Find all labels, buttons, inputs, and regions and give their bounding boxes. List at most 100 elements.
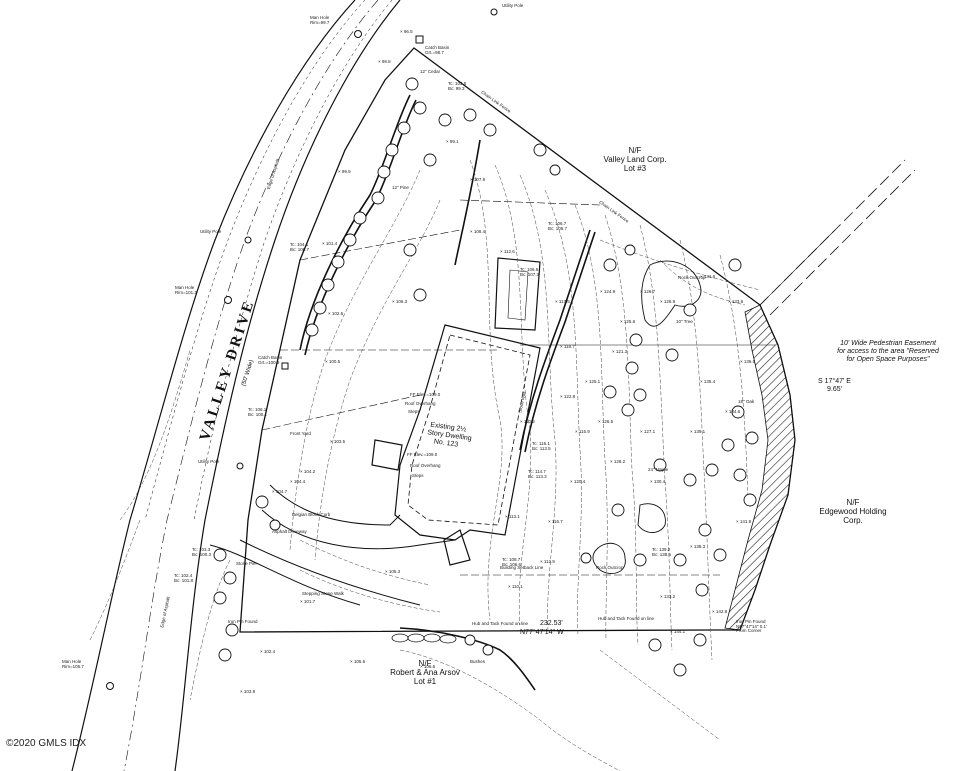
spot-grade: × 104.7 (272, 489, 288, 494)
east-bearing-text: S 17°47' E (818, 378, 851, 385)
spot-grade: × 130.4 (650, 479, 666, 484)
spot-grade: × 99.9 (338, 169, 351, 174)
spot-grade: × 99.1 (446, 139, 459, 144)
south-distance: 232.53' (540, 620, 563, 627)
trees (213, 77, 759, 677)
neighbor-north: N/F Valley Land Corp. Lot #3 (590, 146, 680, 174)
utility-markers (106, 8, 498, 690)
easement-note: 10' Wide Pedestrian Easement for access … (828, 340, 948, 364)
man-hole-1-rim: Rim=99.7 (310, 19, 330, 25)
asphalt-driveway-label: Asphalt Driveway (272, 529, 307, 534)
bushes-label: Bushes (470, 659, 486, 664)
spot-grade: × 124.9 (600, 289, 616, 294)
roof-overhang-1-label: Roof Overhang (405, 401, 436, 406)
stone-walls (299, 94, 596, 691)
spot-grade: × 100.5 (325, 359, 341, 364)
utility-pole-3-label: Utility Pole (198, 459, 220, 464)
elev-4-tc: Tc: 106.6 (520, 267, 539, 272)
steps-2-label: Steps (412, 473, 424, 478)
rock-outcrop-2-label: Rock Outcrop (596, 565, 624, 570)
east-distance-text: 9.65' (826, 386, 842, 394)
man-hole-2-text: Man Hole (175, 285, 195, 290)
spot-grade: × 104.2 (300, 469, 316, 474)
elev-3-bc: Bc: 100.1 (248, 411, 268, 417)
road-edges (71, 0, 401, 771)
spot-grade: × 128.2 (610, 459, 626, 464)
spot-grade: × 96.5 (400, 29, 413, 34)
spot-grade: × 116.7 (548, 519, 563, 524)
spot-grade: × 139.1 (690, 429, 706, 434)
stepping-stone-walk-label: Stepping Stone Walk (302, 591, 344, 596)
elev-7-tc: Tc: 108.7 (502, 557, 521, 562)
contours (89, 159, 761, 771)
elev-8-bc: Bc: 138.5 (652, 551, 672, 557)
spot-grade: × 104.4 (290, 479, 306, 484)
neighbor-east-line1: N/F (846, 498, 860, 507)
spot-grade: × 108.4 (470, 229, 486, 234)
spot-grade: × 122.8 (560, 394, 576, 399)
neighbor-north-line3: Lot #3 (623, 164, 647, 174)
spot-grade: × 112.9 (540, 559, 555, 564)
elev-2-bc: Bc: 100.7 (290, 246, 310, 252)
spot-grade: × 126.7 (640, 289, 656, 294)
catch-basin-1-text: Catch Basin (425, 45, 450, 50)
elev-5-tc: Tc: 116.1 (532, 441, 550, 446)
spot-grade: × 103.5 (330, 439, 346, 444)
neighbor-south-line3: Lot #1 (413, 677, 437, 687)
hub-and-tack-2-label: Hub and Tack Found on line (598, 616, 654, 621)
catch-basin-1-grt: Grt.=98.7 (425, 49, 444, 55)
easement-line3: for Open Space Purposes" (846, 356, 930, 364)
man-hole-2-rim: Rim=101.2 (175, 289, 197, 295)
utility-pole-2-label: Utility Pole (200, 229, 222, 234)
neighbor-north-line1: N/F (628, 146, 642, 155)
ff-elev-1-label: FF Elev.=109.0 (410, 392, 441, 397)
hub-and-tack-label: Hub and Tack Found on line (472, 621, 528, 626)
spot-grade: × 112.6 (500, 249, 515, 254)
property-boundary (239, 47, 796, 633)
open-space-hatch (724, 304, 796, 631)
rock-outcrops (592, 260, 702, 574)
easement-line2: for access to the area "Reserved (837, 348, 939, 356)
tree-label-maple: 24" Maple (648, 467, 669, 472)
spot-grade: × 103.8 (240, 689, 256, 694)
elev-11-tc: Tc: 103.3 (192, 547, 211, 552)
catch-basin-2-text: Catch Basin (258, 355, 283, 360)
man-hole-3-rim: Rim=105.7 (62, 663, 84, 669)
spot-grade: × 138.3 (690, 544, 706, 549)
easement-line1: 10' Wide Pedestrian Easement (840, 340, 936, 347)
catch-basin-2-grt: Grt.=100.9 (258, 359, 280, 365)
elev-9-bc: Bc: 101.8 (174, 577, 194, 583)
tree-label-cedar: 12" Cedar (420, 69, 441, 74)
elev-1-bc: Bc: 99.3 (448, 85, 465, 91)
elev-2-tc: Tc: 104.1 (290, 242, 309, 247)
stone-pier-label: Stone Pier (236, 561, 258, 566)
elev-4-bc: Bc: 107.3 (520, 271, 540, 277)
road-west-edge (71, 0, 356, 771)
elev-10-bc: Bc: 105.7 (548, 225, 568, 231)
spot-grade: × 115.9 (575, 429, 590, 434)
front-yard-label: Front Yard (290, 431, 311, 436)
roof-overhang-2-label: Roof Overhang (410, 463, 441, 468)
elev-6-bc: Bc: 113.3 (528, 473, 547, 479)
spot-grade: × 142.8 (712, 609, 728, 614)
spot-grade: × 126.9 (660, 299, 676, 304)
steps-1-label: Steps (408, 409, 420, 414)
spot-grade: × 110.3 (520, 419, 535, 424)
bushes-row (391, 633, 457, 644)
rock-outcrop-1-label: Rock Outcrop (678, 275, 706, 280)
road-east-edge (174, 0, 401, 771)
neighbor-south: N/F Robert & Ana Arsov Lot #1 (375, 659, 475, 687)
spot-grade: × 101.4 (322, 241, 338, 246)
